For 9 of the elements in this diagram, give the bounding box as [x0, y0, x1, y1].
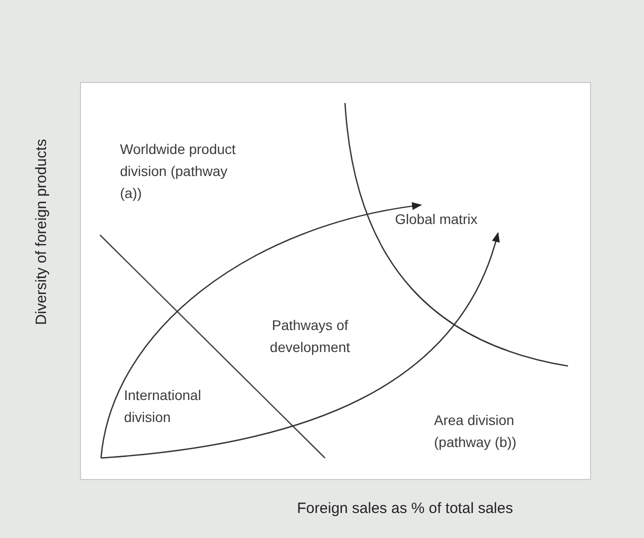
region-label: Pathways of development	[268, 316, 352, 357]
region-label: Global matrix	[395, 210, 478, 229]
pathway-arrow	[100, 202, 422, 458]
region-label: Area division (pathway (b))	[434, 411, 518, 452]
y-axis-label: Diversity of foreign products	[32, 139, 51, 325]
region-label: Worldwide product division (pathway (a))	[120, 140, 237, 203]
region-label: International division	[124, 386, 202, 427]
pathway-arrow	[100, 232, 500, 459]
x-axis-label: Foreign sales as % of total sales	[297, 499, 513, 519]
